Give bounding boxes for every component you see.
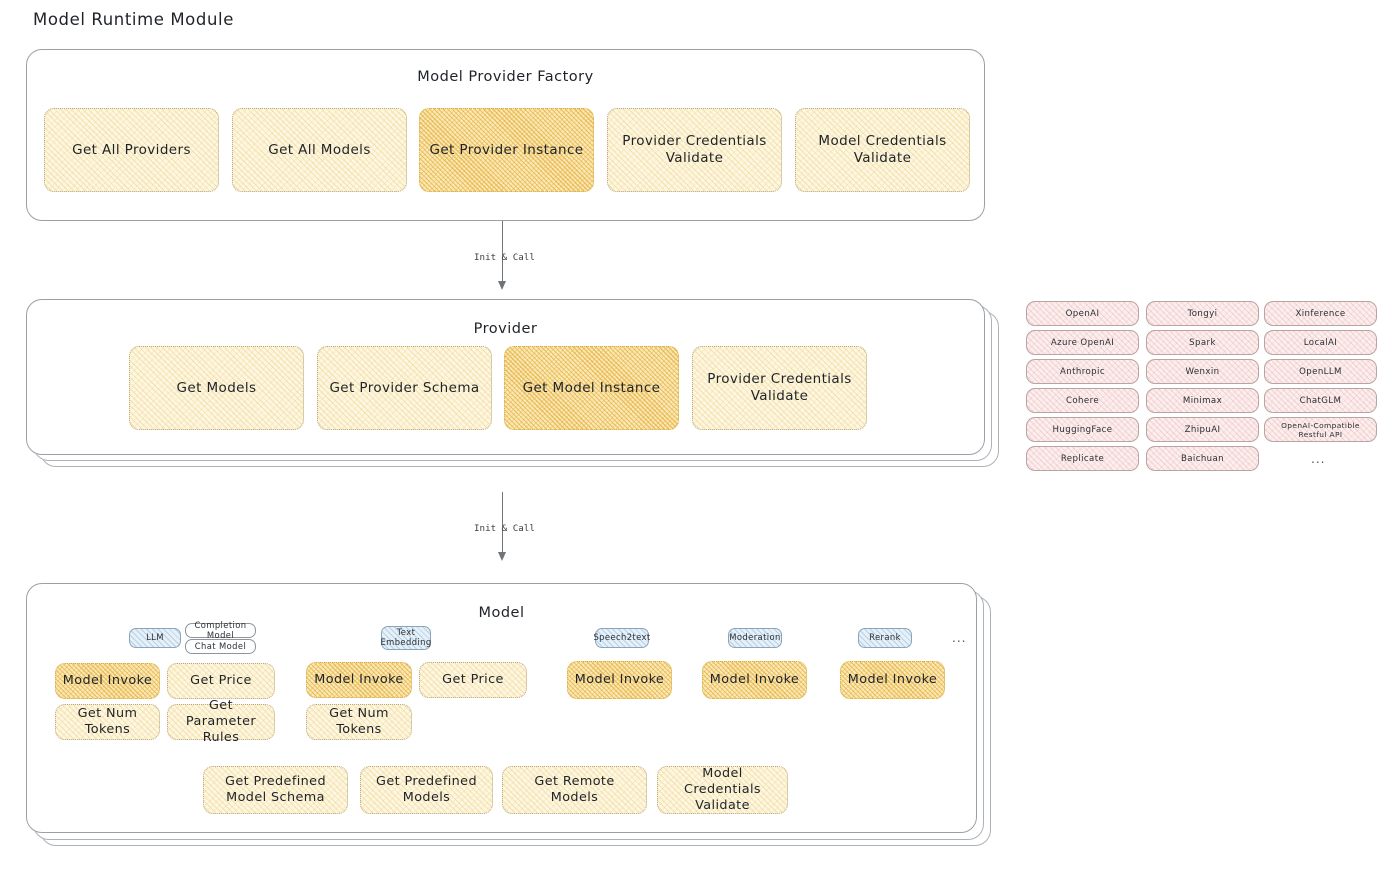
llm-action-model-invoke[interactable]: Model Invoke xyxy=(55,663,160,699)
text-embedding-action-get-price[interactable]: Get Price xyxy=(419,662,527,698)
provider-chip-zhipuai[interactable]: ZhipuAI xyxy=(1146,417,1259,442)
factory-action-get-all-models[interactable]: Get All Models xyxy=(232,108,407,192)
factory-action-get-provider-instance[interactable]: Get Provider Instance xyxy=(419,108,594,192)
provider-chip-openllm[interactable]: OpenLLM xyxy=(1264,359,1377,384)
provider-action-get-provider-schema[interactable]: Get Provider Schema xyxy=(317,346,492,430)
rerank-action-model-invoke[interactable]: Model Invoke xyxy=(840,661,945,699)
arrow-factory-to-provider-head xyxy=(498,281,506,290)
arrow-provider-to-model-line xyxy=(502,492,504,554)
arrow-factory-to-provider-line xyxy=(502,221,504,283)
llm-action-get-parameter-rules[interactable]: Get Parameter Rules xyxy=(167,698,275,745)
provider-chip-spark[interactable]: Spark xyxy=(1146,330,1259,355)
model-type-tag-llm[interactable]: LLM xyxy=(129,628,181,648)
provider-chip-baichuan[interactable]: Baichuan xyxy=(1146,446,1259,471)
provider-chip-tongyi[interactable]: Tongyi xyxy=(1146,301,1259,326)
provider-chip-cohere[interactable]: Cohere xyxy=(1026,388,1139,413)
model-common-get-remote-models[interactable]: Get Remote Models xyxy=(502,766,647,814)
llm-action-get-num-tokens[interactable]: Get Num Tokens xyxy=(55,704,160,740)
llm-action-get-price[interactable]: Get Price xyxy=(167,663,275,699)
panel-title-provider: Provider xyxy=(473,321,538,337)
arrow-provider-to-model-label: Init & Call xyxy=(474,523,535,534)
text-embedding-action-get-num-tokens[interactable]: Get Num Tokens xyxy=(306,704,412,740)
model-subtag-completion-model[interactable]: Completion Model xyxy=(185,620,256,639)
model-common-get-predefined-model-schema[interactable]: Get Predefined Model Schema xyxy=(203,766,348,814)
factory-action-provider-credentials-validate[interactable]: Provider Credentials Validate xyxy=(607,108,782,192)
provider-chip-huggingface[interactable]: HuggingFace xyxy=(1026,417,1139,442)
provider-chip-xinference[interactable]: Xinference xyxy=(1264,301,1377,326)
speech2text-action-model-invoke[interactable]: Model Invoke xyxy=(567,661,672,699)
provider-chip-anthropic[interactable]: Anthropic xyxy=(1026,359,1139,384)
provider-action-provider-credentials-validate[interactable]: Provider Credentials Validate xyxy=(692,346,867,430)
provider-list-more-ellipsis: ... xyxy=(1311,452,1326,466)
provider-chip-localai[interactable]: LocalAI xyxy=(1264,330,1377,355)
model-type-tag-rerank[interactable]: Rerank xyxy=(858,628,912,648)
provider-chip-replicate[interactable]: Replicate xyxy=(1026,446,1139,471)
panel-model: Model xyxy=(26,583,977,833)
provider-action-get-models[interactable]: Get Models xyxy=(129,346,304,430)
model-type-tag-speech2text[interactable]: Speech2text xyxy=(593,628,650,648)
provider-chip-minimax[interactable]: Minimax xyxy=(1146,388,1259,413)
arrow-provider-to-model-head xyxy=(498,552,506,561)
model-common-get-predefined-models[interactable]: Get Predefined Models xyxy=(360,766,493,814)
factory-action-model-credentials-validate[interactable]: Model Credentials Validate xyxy=(795,108,970,192)
model-subtag-chat-model[interactable]: Chat Model xyxy=(185,639,256,654)
factory-action-get-all-providers[interactable]: Get All Providers xyxy=(44,108,219,192)
model-type-tag-moderation[interactable]: Moderation xyxy=(728,628,782,648)
page-title: Model Runtime Module xyxy=(33,10,234,29)
model-common-model-credentials-validate[interactable]: Model Credentials Validate xyxy=(657,766,788,814)
provider-action-get-model-instance[interactable]: Get Model Instance xyxy=(504,346,679,430)
model-types-more-ellipsis: ... xyxy=(952,631,967,645)
arrow-factory-to-provider-label: Init & Call xyxy=(474,252,535,263)
moderation-action-model-invoke[interactable]: Model Invoke xyxy=(702,661,807,699)
provider-chip-wenxin[interactable]: Wenxin xyxy=(1146,359,1259,384)
model-type-tag-text-embedding[interactable]: Text Embedding xyxy=(380,626,431,650)
panel-title-model: Model xyxy=(478,605,525,621)
provider-chip-azure-openai[interactable]: Azure OpenAI xyxy=(1026,330,1139,355)
provider-chip-openai[interactable]: OpenAI xyxy=(1026,301,1139,326)
provider-chip-chatglm[interactable]: ChatGLM xyxy=(1264,388,1377,413)
panel-title-factory: Model Provider Factory xyxy=(417,69,594,85)
provider-chip-openai-compatible-restful-api[interactable]: OpenAI-Compatible Restful API xyxy=(1264,417,1377,442)
text-embedding-action-model-invoke[interactable]: Model Invoke xyxy=(306,662,412,698)
